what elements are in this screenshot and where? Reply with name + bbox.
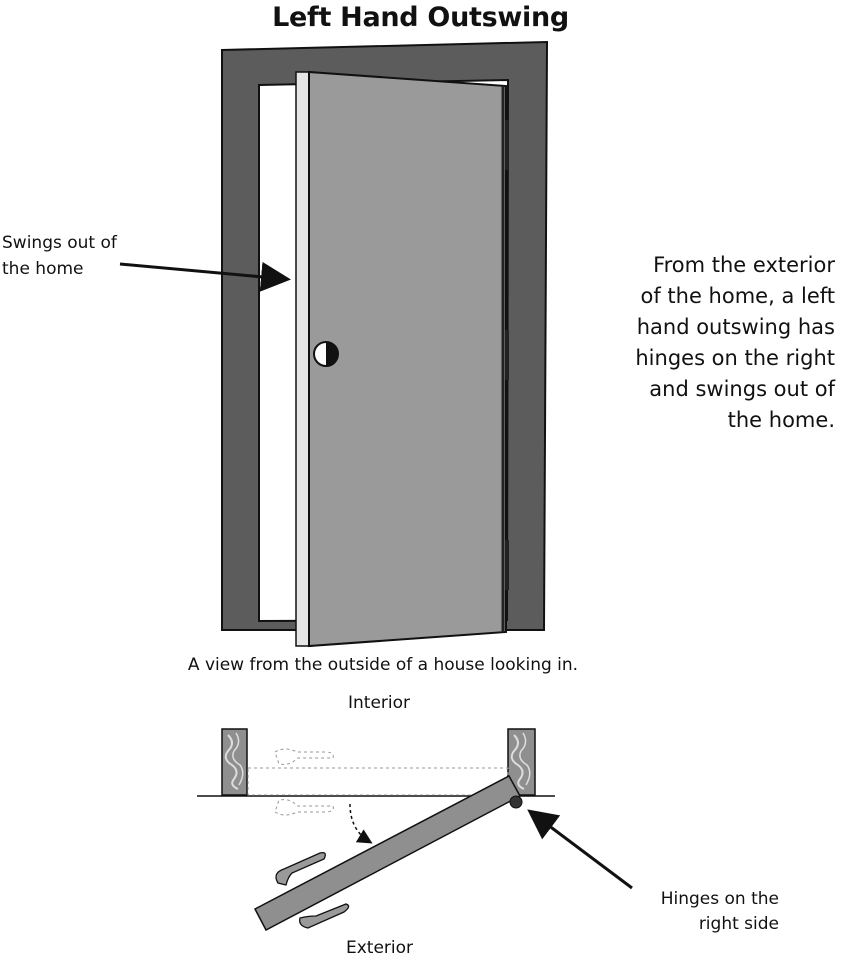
exterior-label: Exterior — [346, 938, 414, 958]
hinge-icon — [505, 540, 509, 590]
description-text: From the exterior of the home, a left ha… — [635, 253, 835, 432]
hinge-icon — [505, 120, 509, 170]
door-slab — [308, 70, 509, 648]
interior-label: Interior — [348, 693, 411, 713]
swing-path-arrow — [349, 803, 373, 844]
swing-arrow — [119, 261, 291, 292]
closed-door-outline — [247, 748, 509, 816]
hinge-arrow — [527, 809, 633, 890]
left-jamb — [221, 728, 248, 796]
hinge-pin-icon — [509, 795, 523, 809]
hinge-icon — [505, 330, 509, 380]
open-door — [253, 774, 522, 932]
diagram-title: Left Hand Outswing — [272, 2, 569, 33]
caption-text: A view from the outside of a house looki… — [187, 655, 579, 675]
swing-direction-label: Swings out of the home — [2, 233, 117, 279]
floor-plan — [197, 728, 633, 932]
door-knob-icon — [313, 341, 339, 367]
hinges-label: Hinges on the right side — [660, 889, 779, 934]
